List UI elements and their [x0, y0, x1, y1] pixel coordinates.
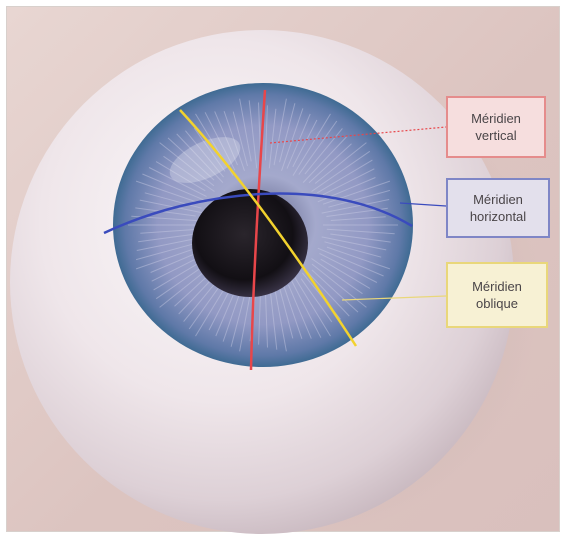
label-horizontal-line2: horizontal	[470, 208, 526, 225]
label-meridien-vertical: Méridien vertical	[446, 96, 546, 158]
pupil	[192, 189, 308, 297]
label-meridien-horizontal: Méridien horizontal	[446, 178, 550, 238]
label-meridien-oblique: Méridien oblique	[446, 262, 548, 328]
label-horizontal-line1: Méridien	[473, 191, 523, 208]
label-vertical-line2: vertical	[475, 127, 516, 144]
label-oblique-line1: Méridien	[472, 278, 522, 295]
label-vertical-line1: Méridien	[471, 110, 521, 127]
label-oblique-line2: oblique	[476, 295, 518, 312]
